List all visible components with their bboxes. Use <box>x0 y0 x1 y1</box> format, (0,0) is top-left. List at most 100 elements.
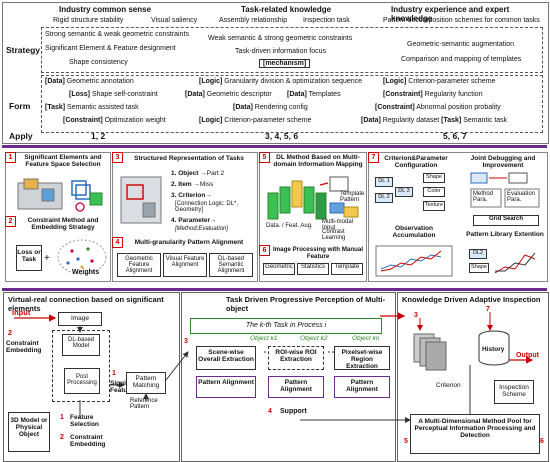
strategy-s8: Comparison and mapping of templates <box>401 56 522 63</box>
shapeb-box: Shape <box>469 263 489 273</box>
image-box: Image <box>58 312 102 326</box>
step-number-5: 5 <box>404 438 408 445</box>
method-pool-box: A Multi-Dimensional Method Pool for Perc… <box>410 414 540 454</box>
item-inspection-task: Inspection task <box>303 17 350 24</box>
step-number-1: 1 <box>112 370 116 377</box>
data-aug-label: Data. / Feat. Aug. <box>266 223 313 229</box>
apply-col1: 1, 2 <box>91 131 106 141</box>
input-label: Input <box>12 308 31 317</box>
form-item-8: [Data] Rendering config <box>233 104 308 111</box>
header-task-related-knowledge: Task-related knowledge <box>241 5 332 14</box>
form-item-3: [Task] Semantic assisted task <box>45 104 139 111</box>
item-pattern-decomposition: Pattern decomposition schemes for common… <box>383 17 540 24</box>
object-k2-label: Object k2 <box>300 335 328 342</box>
object-k1-label: Object k1 <box>250 335 278 342</box>
template-box: Template <box>331 263 363 275</box>
weights-scatter-icon <box>57 239 107 275</box>
pixelset-wise-box: Pixelset-wise Region Extraction <box>334 346 390 370</box>
strategy-mechanism: [mechanism] <box>259 59 311 68</box>
statistics-box: Statistics <box>297 263 329 275</box>
joint-debug-graphic <box>470 172 540 208</box>
step-number-6: 6 <box>540 438 544 445</box>
kth-task-box: The k-th Task in Process i <box>190 318 382 334</box>
panel-4-title: Multi-granularity Pattern Alignment <box>134 239 244 246</box>
criterion-item-1: 1. Object →Part 2 <box>171 170 225 177</box>
knowledge-title: Knowledge Driven Adaptive Inspection <box>402 295 541 304</box>
strategy-s7: Geometric-semantic augmentation <box>407 41 514 48</box>
panel-7b-title: Joint Debugging and Improvement <box>470 155 536 169</box>
step-number-3: 3 <box>184 338 188 345</box>
form-item-9: [Logic] Criterion-parameter scheme <box>199 117 312 124</box>
shape-box: Shape <box>423 173 445 183</box>
methods-band <box>2 145 547 291</box>
panel-7-title: Criterion&Parameter Configuration <box>384 155 448 169</box>
form-item-7: [Data] Templates <box>287 91 341 98</box>
criterion-item-3-detail: [Connection Logic: DL*, Geometry] <box>175 201 239 213</box>
eval-para-label: Evaluation Para. <box>507 191 536 203</box>
row-label-form: Form <box>9 101 31 111</box>
grid-search-box: Grid Search <box>473 215 539 226</box>
form-item-5: [Logic] Granularity division & optimizat… <box>199 78 363 85</box>
row-label-strategy: Strategy <box>6 45 41 55</box>
form-item-13: [Data] Regularity dataset [Task] Semanti… <box>361 117 508 124</box>
dl2b-box: DL2 <box>469 249 487 259</box>
geometric-feature-alignment: Geometric Feature Alignment <box>117 253 161 277</box>
panel-number: 7 <box>368 152 379 163</box>
pattern-alignment-3: Pattern Alignment <box>334 376 390 398</box>
apply-col3: 5, 6, 7 <box>443 131 467 141</box>
dl2-box: DL 2 <box>375 193 393 203</box>
3d-model-box: 3D Model or Physical Object <box>8 412 50 452</box>
dl1-box: DL 1 <box>375 177 393 187</box>
visual-feature-alignment: Visual Feature Alignment <box>163 253 207 277</box>
panel-number: 1 <box>5 152 16 163</box>
roi-wise-box: ROI-wise ROI Extraction <box>268 346 324 370</box>
plus-icon: + <box>44 253 50 264</box>
panel-1: 1 Significant Elements and Feature Space… <box>5 152 111 282</box>
panel-number: 2 <box>5 216 16 227</box>
constraint-embedding-label: Constraint Embedding <box>6 340 42 354</box>
item-visual-saliency: Visual saliency <box>151 17 198 24</box>
pattern-alignment-1: Pattern Alignment <box>196 376 256 398</box>
form-item-10: [Logic] Criterion-parameter scheme <box>383 78 496 85</box>
step-number-1b: 1 <box>60 414 64 421</box>
multimodal-input-label: Multi-modal Input <box>322 219 354 231</box>
dl-model-box: DL-based Model <box>62 334 100 356</box>
dl3-box: DL 3 <box>395 187 413 197</box>
step-number-2: 2 <box>8 330 12 337</box>
strategy-s3: Shape consistency <box>69 59 128 66</box>
criterion-label: Criterion <box>436 382 461 389</box>
strategy-s4: Weak semantic & strong geometric constra… <box>208 35 353 42</box>
dl-dashed-box <box>52 330 110 402</box>
color-box: Color <box>423 187 445 197</box>
strategy-s2: Significant Element & Feature designment <box>45 45 176 52</box>
inspection-scheme-box: Inspection Scheme <box>494 380 534 404</box>
virtual-real-title: Virtual-real connection based on signifi… <box>8 295 164 313</box>
panel-6-title: Image Processing with Manual Feature <box>272 246 364 260</box>
object-kn-label: Object kn <box>352 335 380 342</box>
step-number-4: 4 <box>268 408 272 415</box>
pattern-library-graphic <box>494 252 536 274</box>
history-database-icon <box>478 330 510 366</box>
knowledge-table: Industry common sense Task-related knowl… <box>2 2 549 144</box>
panel-2-title: Constraint Method and Embedding Strategy <box>27 217 99 231</box>
feature-selection-label: Feature Selection <box>70 414 99 428</box>
panel-1-title: Significant Elements and Feature Space S… <box>24 154 102 168</box>
support-label: Support <box>280 408 307 415</box>
header-industry-experience: Industry experience and expert knowledge <box>391 5 510 23</box>
panel-7: 7 Criterion&Parameter Configuration Join… <box>368 152 548 282</box>
form-dashed-box <box>41 75 543 133</box>
panel-number: 4 <box>112 237 123 248</box>
form-item-1: [Data] Geometric annotation <box>45 78 134 85</box>
output-label: Output <box>516 352 539 359</box>
method-para-label: Method Para. <box>473 191 494 203</box>
strategy-s5: Task-driven information focus <box>235 48 327 55</box>
geometric-box: Geometric <box>263 263 295 275</box>
form-item-12: [Constraint] Abnormal position probality <box>375 104 501 111</box>
panel-number: 3 <box>112 152 123 163</box>
row-label-apply: Apply <box>9 131 33 141</box>
form-item-4: [Constraint] Optimization weight <box>63 117 166 124</box>
panel-3-title: Structured Representation of Tasks <box>134 155 244 162</box>
pattern-alignment-2: Pattern Alignment <box>268 376 324 398</box>
